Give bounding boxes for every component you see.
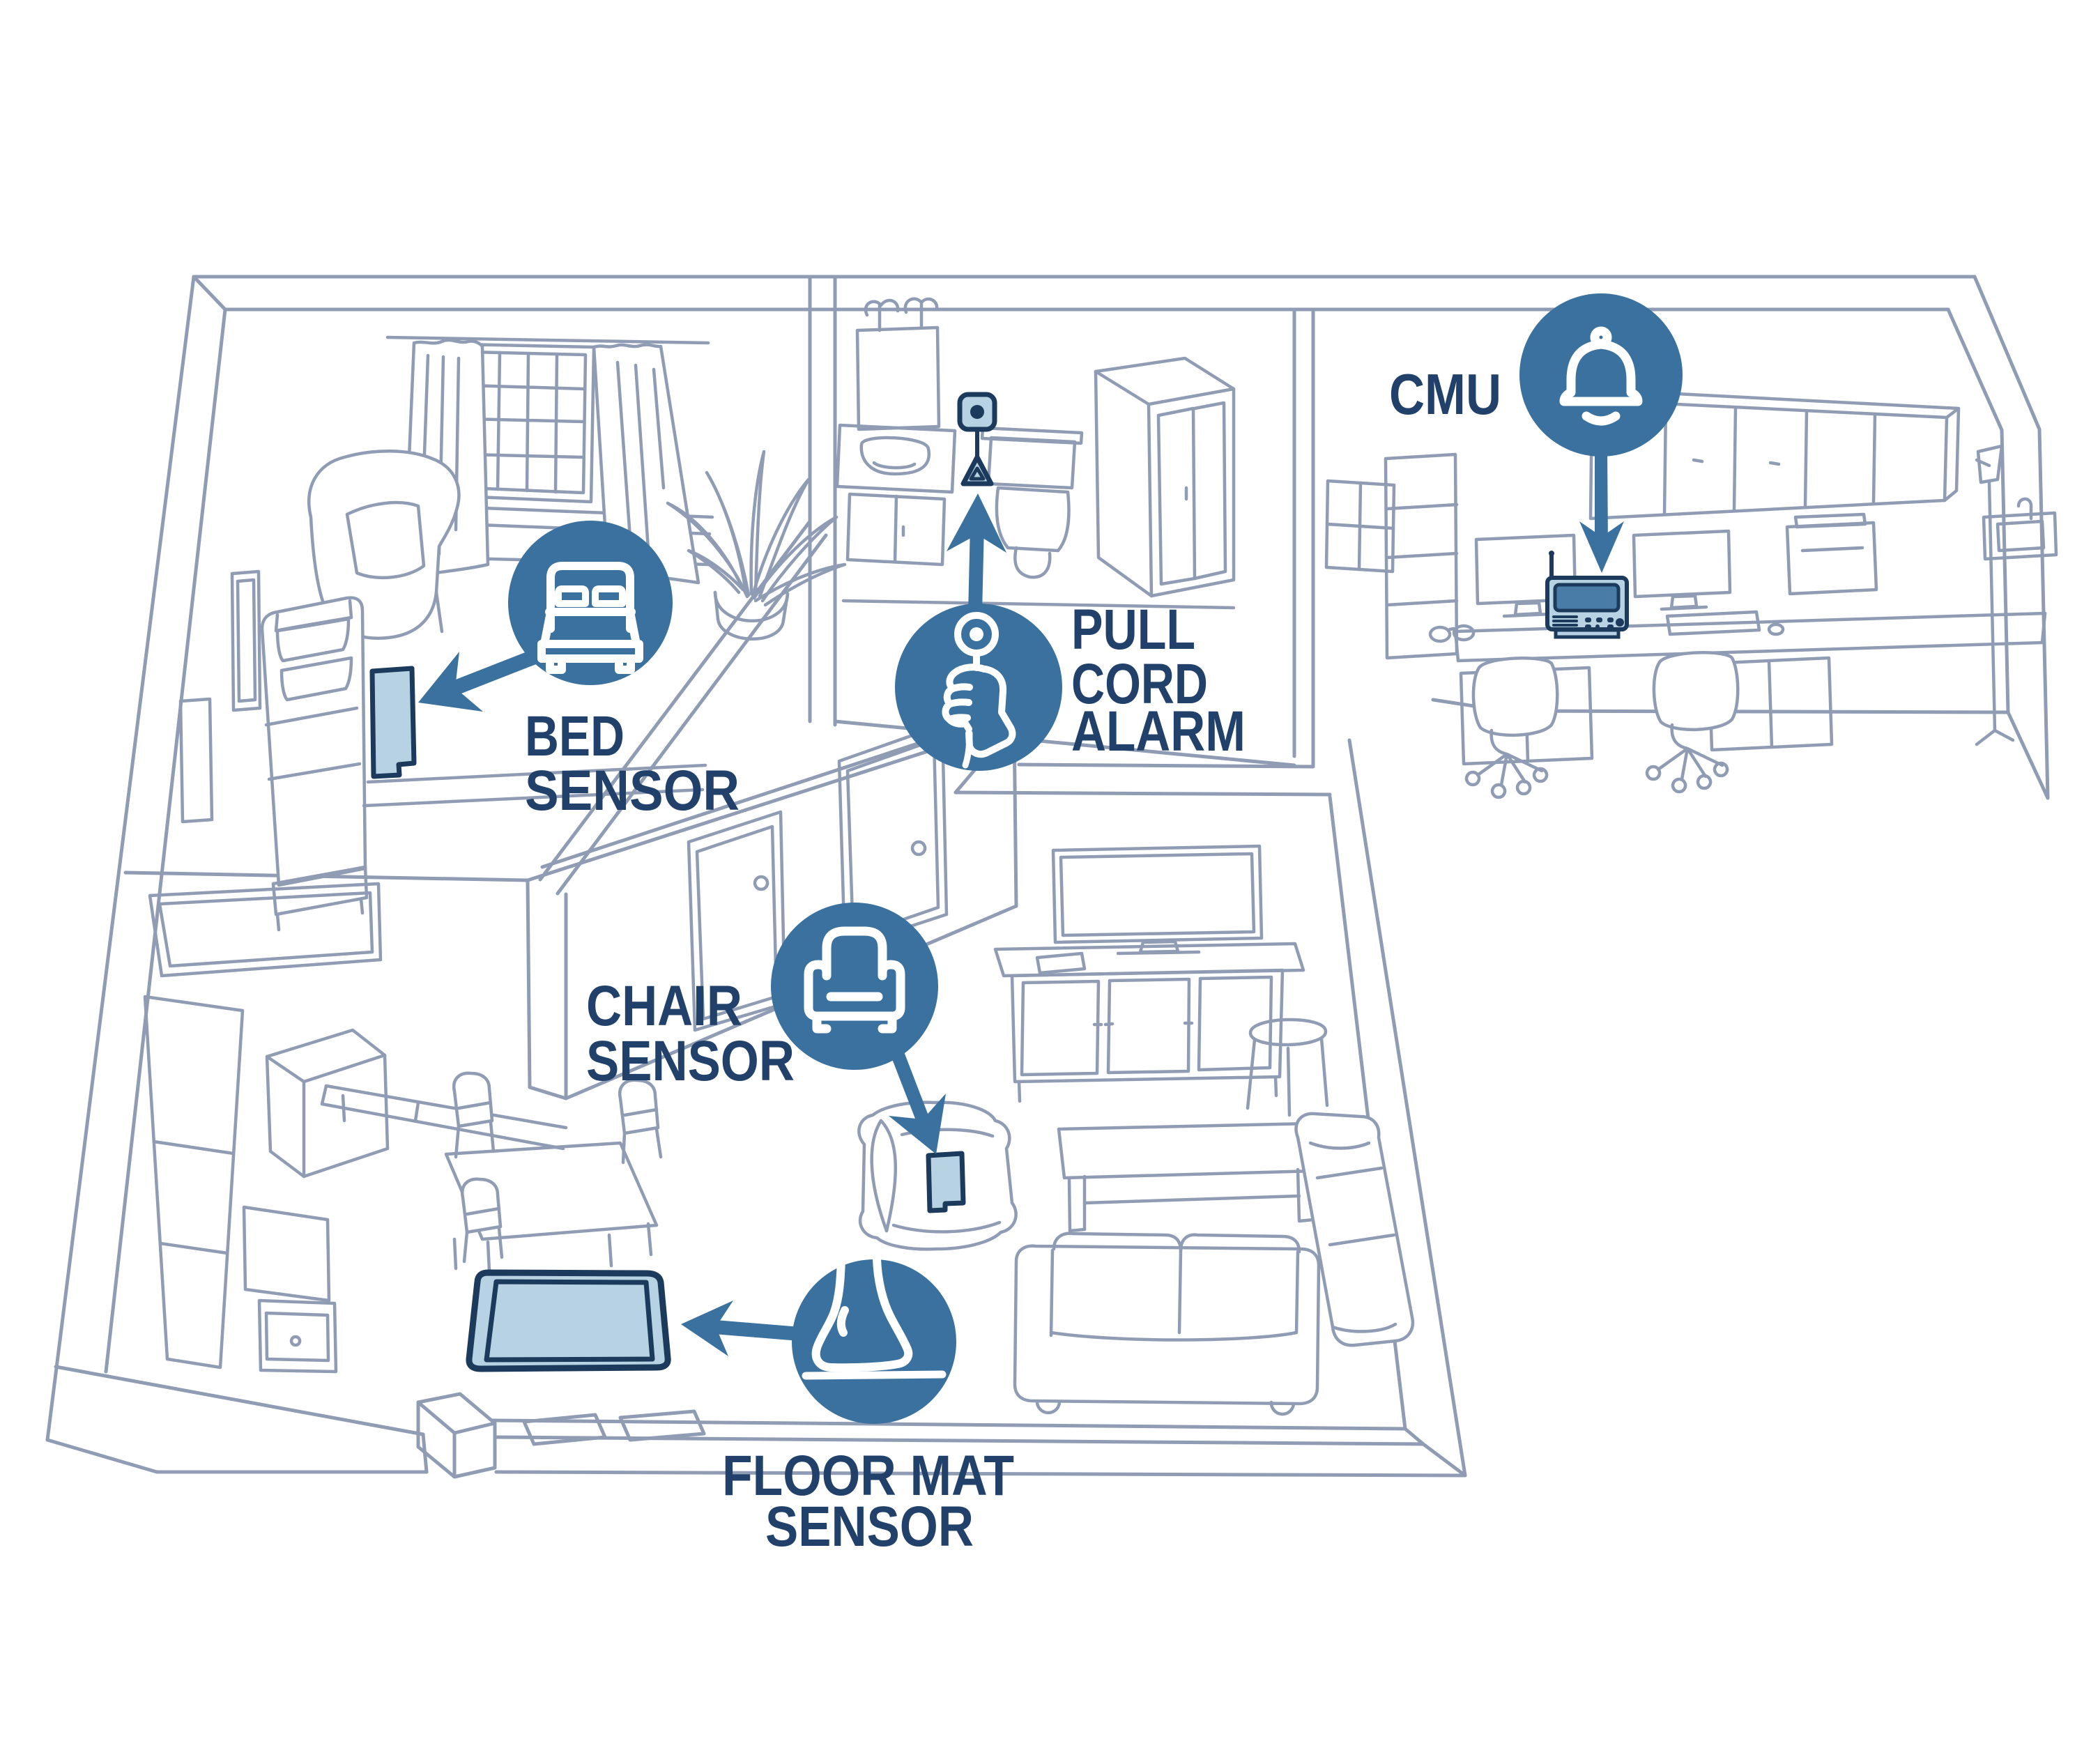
svg-text:CMU: CMU: [1389, 362, 1501, 427]
svg-text:CORD: CORD: [1071, 652, 1208, 716]
svg-text:FLOOR MAT: FLOOR MAT: [722, 1444, 1014, 1508]
svg-text:PULL: PULL: [1071, 598, 1195, 661]
svg-text:BED: BED: [525, 705, 625, 768]
svg-text:SENSOR: SENSOR: [586, 1029, 795, 1093]
svg-text:SENSOR: SENSOR: [765, 1495, 974, 1558]
svg-text:CHAIR: CHAIR: [586, 974, 742, 1038]
svg-text:SENSOR: SENSOR: [525, 759, 740, 822]
svg-text:ALARM: ALARM: [1071, 700, 1246, 763]
